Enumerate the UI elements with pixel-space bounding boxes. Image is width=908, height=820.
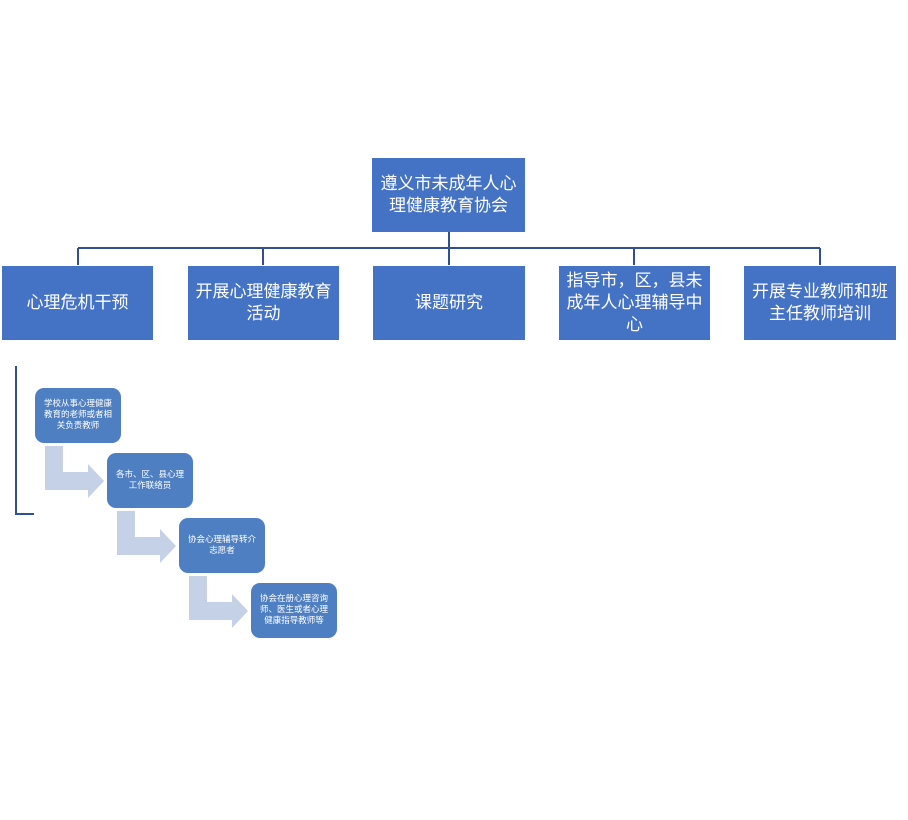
process-step-school-teacher: 学校从事心理健康教育的老师或者相关负责教师 (35, 388, 121, 443)
bent-arrow-icon (189, 576, 248, 628)
root-node: 遵义市未成年人心理健康教育协会 (372, 158, 525, 232)
branch-node-guidance-centers: 指导市，区，县未成年人心理辅导中心 (559, 266, 710, 340)
bracket-connector (15, 366, 34, 515)
process-step-liaison: 各市、区、县心理工作联络员 (107, 453, 193, 508)
branch-node-crisis-intervention: 心理危机干预 (2, 266, 153, 340)
branch-node-teacher-training: 开展专业教师和班主任教师培训 (744, 266, 896, 340)
process-step-counselor: 协会在册心理咨询师、医生或者心理健康指导教师等 (251, 583, 337, 638)
process-step-volunteer: 协会心理辅导转介志愿者 (179, 518, 265, 573)
bent-arrow-icon (117, 511, 176, 563)
bent-arrow-icon (45, 446, 104, 498)
branch-node-education-activities: 开展心理健康教育活动 (188, 266, 339, 340)
branch-node-research: 课题研究 (373, 266, 525, 340)
